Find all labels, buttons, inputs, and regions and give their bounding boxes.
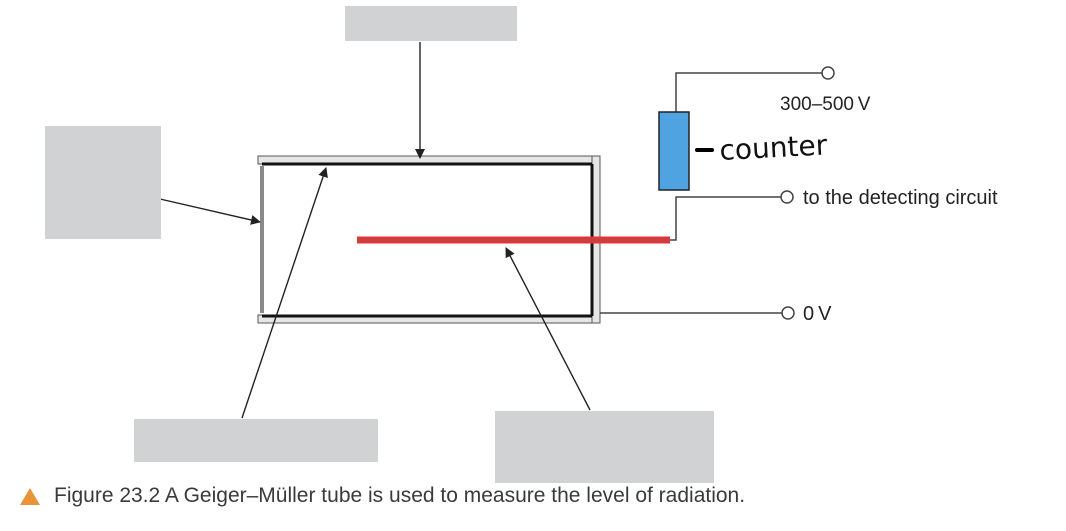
label-box-window (45, 126, 161, 239)
label-box-anode (495, 411, 714, 483)
arrow-gas (241, 167, 328, 419)
high-voltage-label: 300–500 V (780, 94, 871, 115)
figure-caption: Figure 23.2 A Geiger–Müller tube is used… (20, 478, 1060, 514)
counter-label: counter (719, 128, 829, 167)
circuit-wires (600, 72, 822, 314)
arrow-anode (505, 247, 591, 411)
caption-triangle-icon (20, 487, 40, 505)
terminal-detecting (780, 190, 794, 204)
terminal-zero-volt (781, 306, 795, 320)
pointer-arrows (159, 42, 591, 419)
label-box-gas (134, 419, 378, 462)
terminal-high-voltage (821, 66, 835, 80)
caption-text: Figure 23.2 A Geiger–Müller tube is used… (54, 484, 746, 507)
arrow-window (159, 198, 261, 225)
zero-volt-label: 0 V (803, 303, 832, 325)
label-box-casing (345, 6, 517, 41)
detecting-circuit-label: to the detecting circuit (803, 187, 998, 209)
resistor (658, 111, 690, 191)
